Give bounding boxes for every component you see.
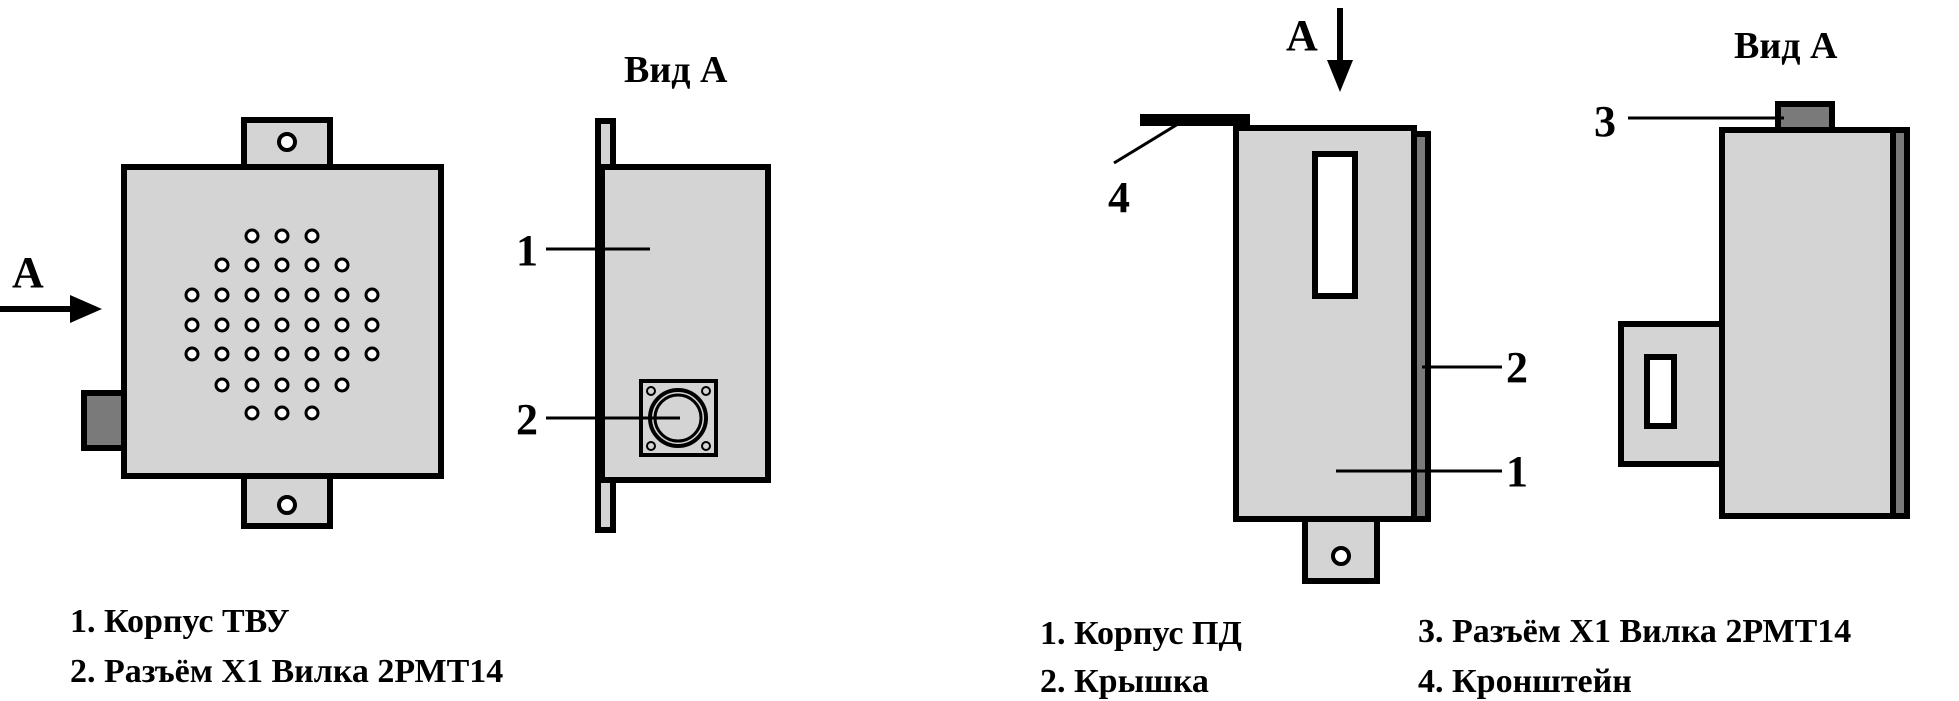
grille-hole — [364, 317, 380, 333]
speaker-grille — [184, 228, 380, 421]
callout-1-left: 1 — [516, 226, 538, 275]
grille-hole — [304, 346, 320, 362]
leader-line-4 — [1113, 122, 1179, 165]
grille-hole — [214, 346, 230, 362]
grille-hole — [244, 317, 260, 333]
legend-item-1-left: 1. Корпус ТВУ — [70, 603, 290, 640]
view-a-arrow-left — [0, 295, 102, 323]
grille-hole — [214, 377, 230, 393]
grille-hole — [184, 317, 200, 333]
grille-hole — [214, 317, 230, 333]
grille-hole — [244, 405, 260, 421]
grille-hole — [304, 228, 320, 244]
grille-hole — [274, 317, 290, 333]
grille-hole — [274, 287, 290, 303]
view-a-arrow-right — [1327, 8, 1353, 92]
grille-hole — [334, 377, 350, 393]
callout-4: 4 — [1108, 173, 1130, 222]
grille-hole — [274, 377, 290, 393]
grille-hole — [334, 257, 350, 273]
legend-item-2-right: 2. Крышка — [1040, 663, 1209, 700]
grille-hole — [214, 257, 230, 273]
arrow-label-a-left: А — [12, 248, 44, 297]
tvu-diagram: А — [0, 49, 771, 690]
legend-item-4-right: 4. Кронштейн — [1418, 663, 1632, 700]
mounting-hole-pd — [1331, 546, 1351, 566]
legend-item-1-right: 1. Корпус ПД — [1040, 615, 1242, 652]
callout-2-left: 2 — [516, 395, 538, 444]
grille-hole — [304, 287, 320, 303]
grille-hole — [364, 346, 380, 362]
grille-hole — [274, 346, 290, 362]
bracket-arm — [1140, 114, 1250, 134]
pd-diagram: А 4 2 1 Вид А 3 1. Корпус ПД — [1040, 8, 1910, 700]
grille-hole — [244, 346, 260, 362]
legend-item-2-left: 2. Разъём Х1 Вилка 2РМТ14 — [70, 653, 503, 690]
connector-x1-right — [1775, 101, 1835, 133]
legend-item-3-right: 3. Разъём Х1 Вилка 2РМТ14 — [1418, 613, 1851, 650]
grille-hole — [304, 405, 320, 421]
pd-window — [1312, 151, 1358, 299]
grille-hole — [274, 257, 290, 273]
mounting-hole-bottom — [277, 495, 297, 515]
grille-hole — [334, 287, 350, 303]
grille-hole — [304, 257, 320, 273]
grille-hole — [334, 317, 350, 333]
grille-hole — [244, 377, 260, 393]
mounting-hole-top — [277, 132, 297, 152]
callout-3: 3 — [1594, 97, 1616, 146]
grille-hole — [334, 346, 350, 362]
grille-hole — [274, 228, 290, 244]
grille-hole — [184, 346, 200, 362]
bracket-slot — [1644, 354, 1677, 429]
side-connector-stub — [81, 390, 129, 451]
grille-hole — [244, 257, 260, 273]
arrow-label-a-right: А — [1286, 11, 1318, 60]
grille-hole — [274, 405, 290, 421]
grille-hole — [304, 317, 320, 333]
grille-hole — [244, 228, 260, 244]
view-a-title-left: Вид А — [624, 49, 728, 91]
callout-2-right: 2 — [1506, 343, 1528, 392]
callout-1-right: 1 — [1506, 447, 1528, 496]
grille-hole — [214, 287, 230, 303]
pd-body-side — [1719, 127, 1896, 519]
grille-hole — [364, 287, 380, 303]
grille-hole — [304, 377, 320, 393]
grille-hole — [184, 287, 200, 303]
view-a-title-right: Вид А — [1734, 25, 1838, 67]
grille-hole — [244, 287, 260, 303]
